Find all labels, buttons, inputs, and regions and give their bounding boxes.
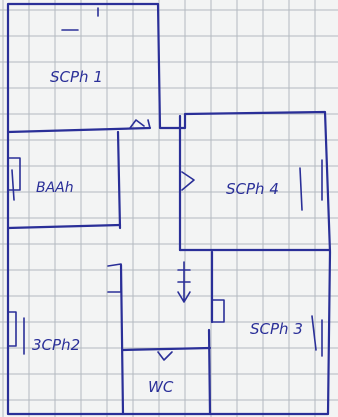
door-room1 <box>61 7 99 31</box>
door-room3 <box>211 299 225 323</box>
wall-wc-right <box>207 328 212 416</box>
wall-bath-bottom <box>6 223 122 230</box>
walls <box>6 2 332 416</box>
label-room4: SCPh 4 <box>226 180 279 198</box>
wall-room1-bottom <box>6 126 152 134</box>
hall-arrow-down <box>177 261 191 303</box>
door-wc-arrow <box>157 351 173 361</box>
door-bath <box>7 157 21 201</box>
door-room1-corridor <box>129 119 151 129</box>
door-marks <box>7 7 323 361</box>
hall-opening <box>107 263 122 293</box>
door-room2-left <box>7 311 25 355</box>
label-wc: WC <box>148 378 174 396</box>
label-room1: SCPh 1 <box>50 68 103 86</box>
label-room2: 3CPh2 <box>32 336 80 354</box>
label-bath: BAAh <box>36 180 74 196</box>
wall-wc-top <box>121 346 212 352</box>
door-room4-right <box>299 159 323 211</box>
outer-wall <box>6 2 332 416</box>
wall-bath-right <box>116 130 122 230</box>
door-room4-arrow <box>181 171 195 191</box>
door-room3-right <box>311 315 323 357</box>
label-room3: SCPh 3 <box>250 320 303 338</box>
room-labels: SCPh 1 BAAh SCPh 4 3CPh2 SCPh 3 WC <box>32 68 303 396</box>
